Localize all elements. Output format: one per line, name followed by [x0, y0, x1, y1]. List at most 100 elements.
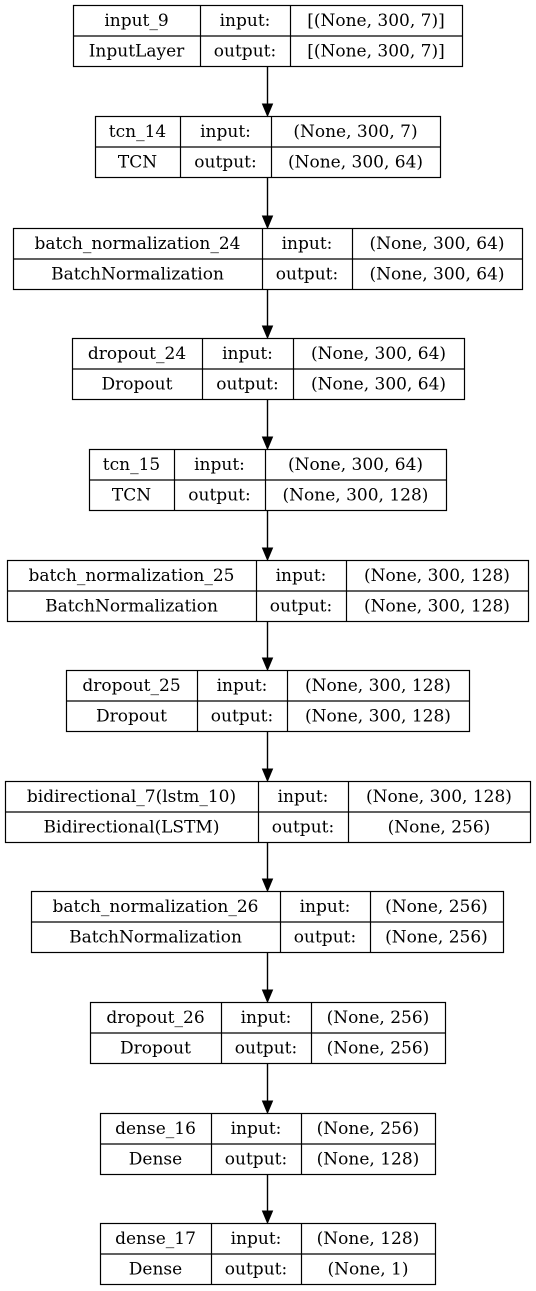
layer-type: BatchNormalization — [45, 596, 218, 616]
output-port-label: output: — [276, 264, 338, 284]
layer-node-bidirectional-7-lstm-10-: bidirectional_7(lstm_10) Bidirectional(LS… — [4, 780, 532, 844]
layer-name: batch_normalization_26 — [53, 897, 259, 917]
output-shape: (None, 300, 64) — [369, 264, 504, 284]
layer-node-batch-normalization-25: batch_normalization_25BatchNormalization… — [6, 559, 530, 623]
output-shape: (None, 300, 64) — [288, 152, 423, 172]
input-shape: (None, 300, 128) — [364, 566, 510, 586]
layer-name: input_9 — [104, 11, 168, 31]
output-shape: (None, 256) — [385, 927, 488, 947]
layer-node-batch-normalization-24: batch_normalization_24BatchNormalization… — [12, 227, 524, 291]
layer-type: TCN — [118, 152, 157, 172]
layer-name: dropout_26 — [106, 1008, 204, 1028]
input-shape: (None, 300, 128) — [366, 787, 512, 807]
output-shape: (None, 128) — [317, 1149, 420, 1169]
layer-node-batch-normalization-26: batch_normalization_26BatchNormalization… — [30, 890, 505, 954]
input-shape: (None, 128) — [317, 1229, 420, 1249]
input-shape: (None, 300, 64) — [288, 455, 423, 475]
input-port-label: input: — [194, 455, 245, 475]
input-port-label: input: — [222, 344, 273, 364]
layer-name: dense_17 — [115, 1229, 196, 1249]
input-port-label: input: — [278, 787, 329, 807]
arrowhead — [261, 657, 274, 672]
arrowhead — [261, 547, 274, 562]
output-port-label: output: — [225, 1149, 287, 1169]
input-shape: (None, 300, 64) — [311, 344, 446, 364]
output-shape: (None, 300, 128) — [283, 485, 429, 505]
input-shape: (None, 300, 7) — [293, 122, 417, 142]
output-shape: (None, 300, 128) — [305, 706, 451, 726]
input-port-label: input: — [300, 897, 351, 917]
layer-type: Dropout — [96, 706, 167, 726]
layer-type: InputLayer — [89, 41, 185, 61]
flow-arrow — [261, 1064, 274, 1115]
layer-name: tcn_15 — [103, 455, 160, 475]
output-shape: (None, 300, 128) — [364, 596, 510, 616]
input-shape: (None, 256) — [385, 897, 488, 917]
layer-name: dropout_25 — [82, 676, 180, 696]
arrowhead — [261, 989, 274, 1004]
layer-type: Dense — [129, 1259, 182, 1279]
output-port-label: output: — [211, 706, 273, 726]
flow-arrow — [261, 178, 274, 230]
output-shape: [(None, 300, 7)] — [307, 41, 445, 61]
flow-arrow — [261, 732, 274, 783]
input-port-label: input: — [200, 122, 251, 142]
input-shape: [(None, 300, 7)] — [307, 11, 445, 31]
output-port-label: output: — [270, 596, 332, 616]
output-port-label: output: — [294, 927, 356, 947]
flow-arrow — [261, 843, 274, 893]
output-shape: (None, 256) — [327, 1038, 430, 1058]
output-port-label: output: — [214, 41, 276, 61]
layer-name: dense_16 — [115, 1119, 196, 1139]
output-port-label: output: — [235, 1038, 297, 1058]
layer-type: Dropout — [102, 374, 173, 394]
arrowhead — [261, 103, 274, 118]
flow-arrow — [261, 622, 274, 672]
layer-name: tcn_14 — [109, 122, 166, 142]
input-port-label: input: — [231, 1119, 282, 1139]
output-shape: (None, 300, 64) — [311, 374, 446, 394]
flow-arrow — [261, 67, 274, 118]
arrowhead — [261, 1100, 274, 1115]
arrowhead — [261, 215, 274, 230]
input-shape: (None, 256) — [327, 1008, 430, 1028]
output-shape: (None, 256) — [388, 817, 491, 837]
layer-name: batch_normalization_24 — [35, 234, 241, 254]
flow-arrow — [261, 1175, 274, 1225]
layer-type: BatchNormalization — [69, 927, 242, 947]
output-port-label: output: — [194, 152, 256, 172]
layer-type: Dense — [129, 1149, 182, 1169]
output-port-label: output: — [188, 485, 250, 505]
input-port-label: input: — [276, 566, 327, 586]
arrowhead — [261, 768, 274, 783]
flow-arrow — [261, 511, 274, 562]
layer-type: TCN — [112, 485, 151, 505]
input-port-label: input: — [231, 1229, 282, 1249]
layer-type: Bidirectional(LSTM) — [44, 817, 220, 837]
input-shape: (None, 300, 64) — [369, 234, 504, 254]
layer-name: batch_normalization_25 — [29, 566, 235, 586]
output-port-label: output: — [216, 374, 278, 394]
layer-type: Dropout — [120, 1038, 191, 1058]
layer-type: BatchNormalization — [51, 264, 224, 284]
arrowhead — [261, 1210, 274, 1225]
input-shape: (None, 300, 128) — [305, 676, 451, 696]
output-port-label: output: — [225, 1259, 287, 1279]
input-port-label: input: — [241, 1008, 292, 1028]
input-port-label: input: — [217, 676, 268, 696]
arrowhead — [261, 325, 274, 340]
input-port-label: input: — [282, 234, 333, 254]
layer-name: bidirectional_7(lstm_10) — [27, 787, 236, 807]
arrowhead — [261, 878, 274, 893]
input-shape: (None, 256) — [317, 1119, 420, 1139]
flow-arrow — [261, 290, 274, 340]
